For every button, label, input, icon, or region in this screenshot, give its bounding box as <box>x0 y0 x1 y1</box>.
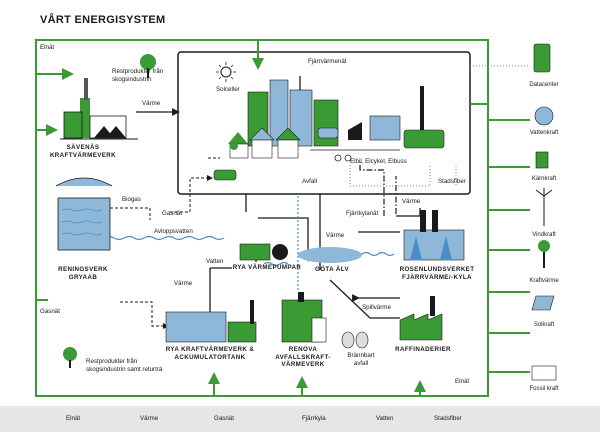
label-solceller: Solceller <box>216 86 240 93</box>
source-icons <box>531 43 557 381</box>
trees-illustration <box>63 142 238 368</box>
building-renova: RENOVA AVFALLSKRAFT-VÄRMEVERK <box>275 346 331 368</box>
legend-gasnat: Gasnät <box>214 415 234 422</box>
source-karnkraft: Kärnkraft <box>531 176 557 182</box>
source-fossil: Fossil kraft <box>529 386 559 392</box>
label-restprodukter-top: Restprodukter från skogsindustrin <box>112 68 164 83</box>
label-fjarrkylanat: Fjärrkylanät <box>346 210 379 217</box>
legend: Elnät Värme Gasnät Fjärrkyla Vatten Stad… <box>0 406 600 432</box>
source-datacenter: Datacenter <box>529 82 559 88</box>
building-gota-alv: GÖTA ÄLV <box>314 266 350 273</box>
label-avfall: Avfall <box>302 178 318 185</box>
building-savenas: SÄVENÄS KRAFTVÄRMEVERK <box>49 144 117 159</box>
label-elnat-bottom: Elnät <box>455 378 470 385</box>
label-gasnat-low: Gasnät <box>40 308 60 315</box>
elnat-network <box>35 39 530 397</box>
label-spillvarme: Spillvärme <box>362 304 391 311</box>
building-rosenlund: ROSENLUNDSVERKET FJÄRRVÄRME/-KYLA <box>399 266 475 281</box>
label-restprodukter-bottom: Restprodukter från skogsindustrin samt r… <box>86 358 163 373</box>
rya-kraft-illustration <box>165 300 257 343</box>
building-reningsverk: RENINGSVERK GRYAAB <box>58 266 108 281</box>
building-rya-kraft: RYA KRAFTVÄRMEVERK & ACKUMULATORTANK <box>165 346 255 361</box>
stadsfiber-network <box>349 65 530 187</box>
source-kraftvarme: Kraftvärme <box>529 278 559 284</box>
label-varme-mid: Värme <box>326 232 345 239</box>
source-vattenkraft: Vattenkraft <box>529 130 559 136</box>
label-varme-low: Värme <box>174 280 193 287</box>
label-biogas: Biogas <box>122 196 141 203</box>
reningsverk-illustration <box>55 177 113 251</box>
avfall-bags-illustration <box>341 331 369 349</box>
city-illustration <box>213 62 445 181</box>
label-elbil: Elbil, Elcykel, Elbuss <box>350 158 407 165</box>
rya-pumpar-illustration <box>239 243 288 261</box>
legend-fjarrkyla: Fjärrkyla <box>302 415 326 422</box>
source-solkraft: Solkraft <box>533 322 555 328</box>
source-vindkraft: Vindkraft <box>532 232 556 238</box>
legend-vatten: Vatten <box>376 415 394 422</box>
label-varme-rosen: Värme <box>402 198 421 205</box>
building-rya-pumpar: RYA VÄRMEPUMPAR <box>232 264 302 271</box>
diagram-title: VÅRT ENERGISYSTEM <box>40 14 166 26</box>
label-vatten: Vatten <box>206 258 224 265</box>
raffinaderier-illustration <box>399 296 443 341</box>
label-gasnat-mid: Gasnät <box>162 210 182 217</box>
legend-stadsfiber: Stadsfiber <box>434 415 462 422</box>
building-raffinaderier: RAFFINADERIER <box>395 346 451 353</box>
label-avloppsvatten: Avloppsvatten <box>154 228 193 235</box>
legend-elnat: Elnät <box>66 415 81 422</box>
fjarrkyla-network <box>359 162 397 216</box>
renova-illustration <box>281 292 327 343</box>
gasnat-network <box>110 157 220 329</box>
legend-varme: Värme <box>140 415 159 422</box>
savenas-illustration <box>60 54 156 140</box>
label-stadsfiber: Stadsfiber <box>438 178 466 185</box>
label-varme-savenas: Värme <box>142 100 161 107</box>
label-elnat-top: Elnät <box>40 44 55 51</box>
rosenlund-illustration <box>403 210 465 261</box>
gota-alv-illustration <box>298 247 362 263</box>
label-fjarrvarmenat: Fjärrvärmenät <box>308 58 347 65</box>
label-brannbart: Brännbart avfall <box>347 352 375 367</box>
